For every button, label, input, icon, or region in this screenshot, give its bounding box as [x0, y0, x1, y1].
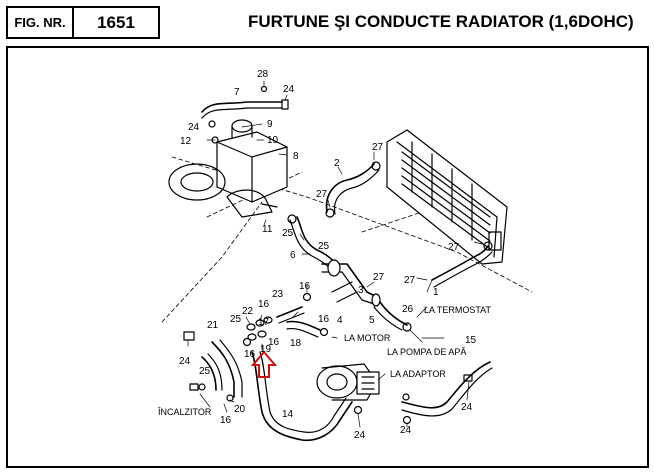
part-number: 24 — [461, 402, 473, 413]
expansion-tank — [168, 119, 288, 218]
label-la-adaptor: LA ADAPTOR — [390, 369, 446, 379]
part-number: 24 — [188, 122, 200, 133]
label-la-motor: LA MOTOR — [344, 333, 391, 343]
part-number: 5 — [369, 315, 375, 326]
part-number: 11 — [262, 224, 273, 235]
part-number: 24 — [354, 430, 366, 441]
part-number: 22 — [242, 306, 254, 317]
label-la-termostat: LA TERMOSTAT — [424, 305, 492, 315]
hose-15 — [401, 361, 491, 409]
label-incalzitor: ÎNCALZITOR — [157, 407, 212, 417]
part-number: 2 — [334, 158, 340, 169]
destination-labels: LA TERMOSTAT LA MOTOR LA POMPA DE APĂ LA… — [157, 305, 492, 417]
highlight-arrow — [250, 350, 278, 378]
part-number: 16 — [258, 299, 270, 310]
part-number: 24 — [283, 84, 295, 95]
part-number: 24 — [400, 425, 412, 436]
part-number: 27 — [372, 142, 384, 153]
heater-hoses — [183, 331, 243, 402]
part-number: 16 — [244, 349, 256, 360]
part-number: 17 — [258, 317, 270, 328]
part-number: 3 — [358, 285, 364, 296]
hose-6 — [296, 216, 338, 265]
part-number: 15 — [465, 335, 477, 346]
water-pump-adaptor — [316, 363, 380, 415]
part-number: 28 — [257, 69, 269, 80]
part-number: 20 — [234, 404, 246, 415]
part-number: 27 — [448, 242, 460, 253]
part-number-labels: 28 24 7 9 24 10 12 8 27 2 27 11 25 25 6 … — [179, 69, 477, 441]
part-number: 19 — [260, 344, 272, 355]
part-number: 14 — [282, 409, 294, 420]
diagram-frame: 28 24 7 9 24 10 12 8 27 2 27 11 25 25 6 … — [6, 46, 649, 468]
small-hoses — [242, 292, 329, 347]
part-number: 6 — [290, 250, 296, 261]
part-number: 27 — [404, 275, 416, 286]
exploded-parts-diagram: 28 24 7 9 24 10 12 8 27 2 27 11 25 25 6 … — [157, 69, 533, 442]
part-number: 25 — [230, 314, 242, 325]
figure-label: FIG. NR. — [8, 8, 74, 37]
hose-2 — [325, 163, 375, 213]
hose-7 — [201, 101, 283, 113]
hose-1 — [431, 245, 489, 281]
part-number: 27 — [316, 189, 328, 200]
part-number: 16 — [299, 281, 311, 292]
part-number: 25 — [282, 228, 294, 239]
hose-14 — [251, 351, 353, 442]
part-number: 8 — [293, 151, 299, 162]
part-number: 12 — [180, 136, 192, 147]
part-number: 26 — [402, 304, 414, 315]
part-number: 18 — [290, 338, 302, 349]
part-number: 25 — [199, 366, 211, 377]
radiator — [386, 129, 508, 265]
figure-number: 1651 — [97, 12, 135, 32]
page-title: FURTUNE ŞI CONDUCTE RADIATOR (1,6DOHC) — [248, 12, 634, 31]
label-la-pompa-de-apa: LA POMPA DE APĂ — [387, 347, 466, 357]
part-number: 21 — [207, 320, 219, 331]
part-number: 23 — [272, 289, 284, 300]
figure-number-box: FIG. NR. 1651 — [6, 6, 160, 39]
part-number: 25 — [318, 241, 330, 252]
part-number: 1 — [433, 287, 439, 298]
part-number: 7 — [234, 87, 240, 98]
part-number: 16 — [318, 314, 330, 325]
part-number: 4 — [337, 315, 343, 326]
part-number: 9 — [267, 119, 273, 130]
leader-lines — [187, 80, 483, 428]
part-number: 16 — [268, 337, 280, 348]
part-number: 24 — [179, 356, 191, 367]
pipe-3 — [321, 259, 381, 307]
part-number: 27 — [373, 272, 385, 283]
part-number: 16 — [220, 415, 232, 426]
part-number: 10 — [267, 135, 279, 146]
